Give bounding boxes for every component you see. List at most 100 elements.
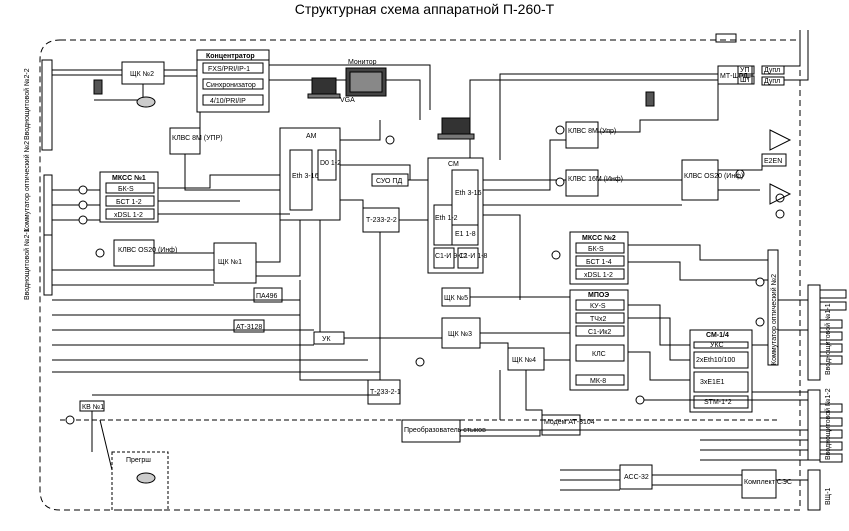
vu1-right-bar [807,284,821,381]
label-shk1: ЩК №1 [218,259,242,266]
dupl2-box [761,76,785,86]
laptop-icon [307,77,475,140]
label-t233-2-1: Т-233-2-1 [370,389,401,396]
label-converter: Преобразователь стыков [404,426,486,434]
label-monitor: Монитор [348,59,377,66]
phone-icon [136,96,156,484]
label-mkss2: МКСС №2 [582,234,616,242]
monitor-icon [345,67,387,97]
label-xdsl-1-2b: xDSL 1-2 [584,272,613,279]
label-conc-r2: Синхронизатор [206,82,256,89]
label-ko2: Коммутатор оптический №2 [23,141,31,232]
acc32-box [619,464,653,490]
label-conc-r1: FXS/PRI/IP-1 [208,66,250,73]
label-kls: КЛС [592,351,606,358]
label-e2en: E2EN [764,158,782,165]
label-complect-ses: Комплект СЭС [744,479,792,486]
label-vu1-right: Вводнощитовой №1-1 [824,303,832,375]
label-klvs-os20-right: КЛВС OS20 (Инф) [684,173,743,180]
label-vu21-left: Вводнощитовой №2-1 [23,228,31,300]
label-am: АМ [306,133,317,140]
at3128-box [233,319,265,333]
label-shk2: ЩК №2 [130,71,154,78]
label-tch2: ТЧх2 [590,316,606,323]
mkss1-box [99,171,159,223]
label-shk3: ЩК №3 [448,331,472,338]
label-bk-s2: БК-S [588,246,604,253]
label-eth-10-100: 2xEth10/100 [696,357,735,364]
vu1r3-bar [807,469,821,511]
label-pa496: ПА496 [256,293,277,300]
label-mt-shrd: МТ-ШРД [720,73,748,80]
diagram-title: Структурная схема аппаратной П-260-Т [294,1,555,17]
label-xdsl-1-2: xDSL 1-2 [114,212,143,219]
label-bst-1-2: БСТ 1-2 [116,199,142,206]
label-dupl1: Дупл [764,67,780,74]
label-klvs-upr-left: КЛВС 8М (УПР) [172,135,223,142]
label-vu12-right: Вводнощитовой №1-2 [824,388,832,460]
vu2-left-bar [41,59,53,151]
label-c1-ik2: С1-Ик2 [588,329,611,336]
pa496-box [253,287,283,303]
modem-box [541,414,581,436]
handset-icon [93,79,655,107]
label-vu1r3: ВЩ-1 [825,487,832,505]
label-cm: СМ [448,161,459,168]
label-d0-1-2: D0 1-2 [320,160,341,167]
concentrator-box [196,49,270,113]
label-klvs-os20: КЛВС OS20 (Инф) [118,247,177,254]
label-cm-eth12: Eth 1-2 [435,215,458,222]
label-uks: УКС [710,342,724,349]
label-shk5: ЩК №5 [444,295,468,302]
label-ku-s: КУ-S [590,303,606,310]
label-bst-1-4: БСТ 1-4 [586,259,612,266]
label-stm1: STM-1*2 [704,399,732,406]
shk1-box [213,242,257,284]
label-cm14: СМ-1/4 [706,332,729,339]
vu12-right-bar [807,389,821,461]
label-bk-s: БК-S [118,186,134,193]
am-box [279,127,341,221]
label-cm-c1-9-12: С1-И 9-12 [435,253,467,260]
ko2-bar [43,174,53,236]
klvs-os20-right-box [681,159,719,201]
label-sht: ШТ [740,77,751,84]
label-pregr: Прегрш [126,457,151,464]
label-vu2-left: Вводнощитовой №2-2 [23,68,31,140]
label-concentrator: Концентратор [206,53,255,60]
t233-2-1-box [367,379,401,405]
label-modem: Модем АТ-3104 [544,419,595,426]
label-up: УП [740,67,749,74]
label-acc32: АСС-32 [624,474,649,481]
label-klvs-16m-inf: КЛВС 16М (Инф) [568,176,623,183]
ko2-right-bar [767,249,779,366]
mkss2-box [569,231,629,285]
label-cm-eth: Eth 3-16 [455,190,482,197]
pregr-box [111,451,169,511]
vu21-left-bar [43,234,53,296]
cm14-box [689,329,753,413]
label-cm-e1: E1 1-8 [455,231,476,238]
klvs-8m-upr-box [565,121,599,149]
label-eth-3-16: Eth 3-16 [292,173,319,180]
label-t233-2-2: Т-233-2-2 [366,217,397,224]
label-ko2-right: Коммутатор оптический №2 [770,274,778,365]
label-e1-3: 3xE1E1 [700,379,725,386]
label-shk4: ЩК №4 [512,357,536,364]
label-mk8: МК-8 [590,378,606,385]
label-vga: VGA [340,97,355,104]
complect-ses-box [741,469,777,499]
label-dupl2: Дупл [764,78,780,85]
label-klvs-8m-upr: КЛВС 8М (Упр) [568,128,616,135]
label-kv: КВ №1 [82,404,104,411]
label-mkss1: МКСС №1 [112,174,146,182]
label-cm-c1-1-8: С1-И 1-8 [459,253,487,260]
label-at3128: АТ-3128 [236,324,262,331]
dupl1-box [761,65,785,75]
mpoe-box [569,289,629,391]
klvs-16m-inf-box [565,169,599,197]
label-suo-pd: СУО ПД [376,178,402,185]
label-conc-r3: 4/10/PRI/IP [210,98,246,105]
label-mpoe: МПОЭ [588,292,609,299]
